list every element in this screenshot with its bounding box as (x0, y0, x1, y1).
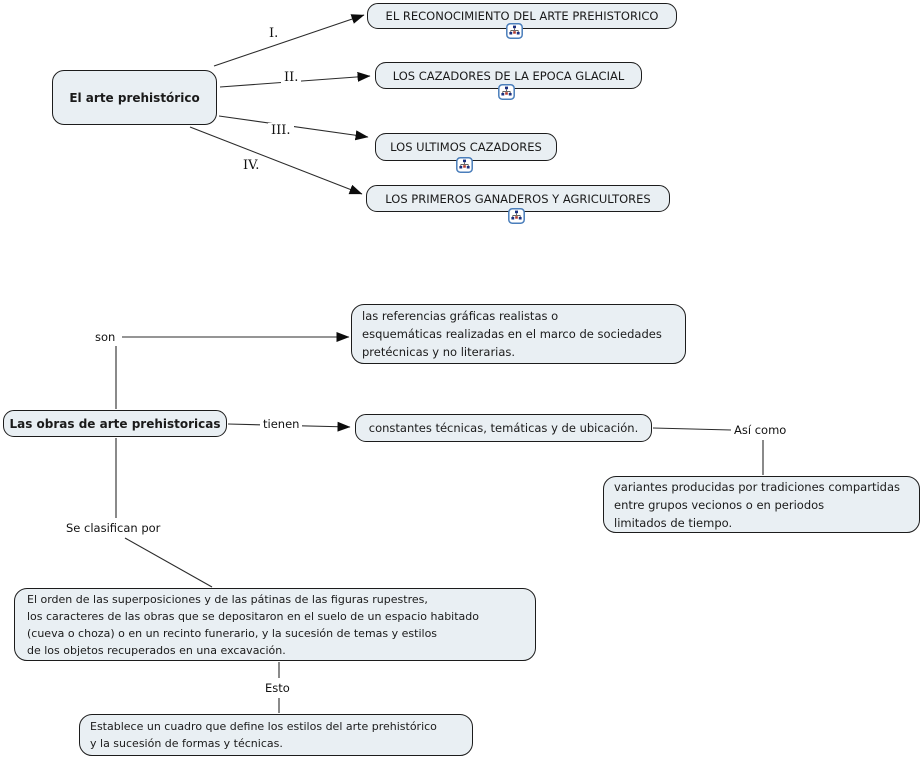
link-label-numeral-ii[interactable]: II. (281, 70, 302, 85)
node-el-arte-prehistorico[interactable]: El arte prehistórico (52, 70, 217, 125)
node-variantes-tradiciones[interactable]: variantes producidas por tradiciones com… (603, 476, 920, 533)
link-label-numeral-iii[interactable]: III. (268, 123, 294, 138)
link-label-esto[interactable]: Esto (262, 681, 293, 695)
link-label-se-clasifican[interactable]: Se clasifican por (63, 521, 164, 535)
node-establece-cuadro[interactable]: Establece un cuadro que define los estil… (79, 714, 473, 756)
link-label-numeral-i[interactable]: I. (266, 26, 282, 41)
concept-map-icon[interactable] (508, 208, 525, 224)
link-label-numeral-iv[interactable]: IV. (240, 158, 263, 173)
node-obras-arte-prehistoricas[interactable]: Las obras de arte prehistoricas (3, 410, 227, 437)
concept-map-icon[interactable] (506, 23, 523, 39)
concept-map-icon[interactable] (456, 157, 473, 173)
link-label-son[interactable]: son (92, 330, 119, 344)
node-constantes-tecnicas[interactable]: constantes técnicas, temáticas y de ubic… (355, 414, 652, 442)
concept-map-icon[interactable] (498, 84, 515, 100)
link-label-asi-como[interactable]: Así como (731, 423, 790, 437)
node-orden-superposiciones[interactable]: El orden de las superposiciones y de las… (14, 588, 536, 661)
node-ganaderos-agricultores[interactable]: LOS PRIMEROS GANADEROS Y AGRICULTORES (366, 185, 670, 212)
node-referencias-graficas[interactable]: las referencias gráficas realistas o esq… (351, 304, 686, 364)
link-label-tienen[interactable]: tienen (260, 417, 303, 431)
